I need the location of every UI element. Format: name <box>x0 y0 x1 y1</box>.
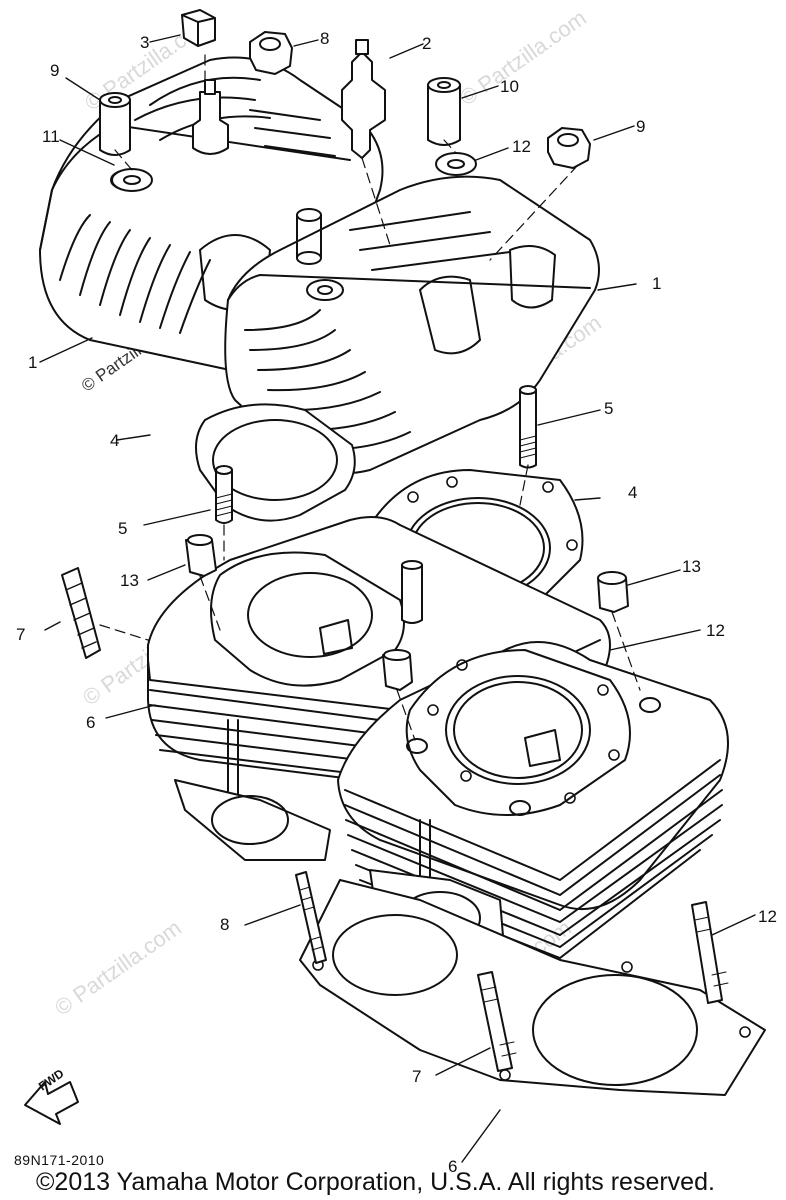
callout-13: 13 <box>682 557 701 576</box>
callout-5: 5 <box>118 519 128 538</box>
callout-9: 6 <box>86 713 96 732</box>
callout-5: 5 <box>604 399 614 418</box>
nut-13-mid <box>382 649 413 691</box>
stud-bolt-5-right <box>519 385 537 469</box>
callout-9: 12 <box>706 621 725 640</box>
callout-10: 7 <box>16 625 26 644</box>
callout-12: 8 <box>220 915 230 934</box>
stud-bolt-5-left <box>215 465 233 524</box>
hose-pipe-10 <box>61 567 101 659</box>
callout-12: 12 <box>758 907 777 926</box>
callout-4: 4 <box>110 431 120 450</box>
stud-bolt-12-bottom <box>477 971 517 1072</box>
cylinder-head-right <box>224 175 600 475</box>
forward-arrow <box>24 1081 79 1125</box>
stud-cylinder <box>401 560 423 624</box>
callout-6: 9 <box>636 117 646 136</box>
callout-8: 12 <box>512 137 531 156</box>
spark-plug-right <box>341 39 386 159</box>
nut-right <box>547 127 591 169</box>
callout-1: 1 <box>28 353 38 372</box>
callout-2: 2 <box>422 34 432 53</box>
callout-4: 4 <box>628 483 638 502</box>
diagram-part-code: 89N171-2010 <box>14 1152 105 1168</box>
stud-bolt-12-left <box>295 871 327 964</box>
callout-13: 13 <box>120 571 139 590</box>
callout-12: 7 <box>412 1067 422 1086</box>
copyright-notice: ©2013 Yamaha Motor Corporation, U.S.A. A… <box>36 1168 715 1196</box>
alignment-lines <box>99 54 641 741</box>
washer-right <box>435 152 477 176</box>
nut-13-right <box>597 571 629 613</box>
callout-7: 10 <box>500 77 519 96</box>
head-gasket-left <box>195 403 356 522</box>
callout-8: 11 <box>42 127 60 146</box>
callout-3: 3 <box>140 33 150 52</box>
nut-top <box>249 31 293 75</box>
spacer-collar-right <box>427 77 461 146</box>
washer-left <box>111 168 153 192</box>
nut-13-left <box>185 534 217 577</box>
stud-bolt-12-right <box>691 901 729 1004</box>
spacer-collar-left <box>99 92 131 156</box>
spark-plug-left <box>192 79 229 155</box>
callout-7: 9 <box>50 61 60 80</box>
callout-11: 6 <box>448 1157 458 1176</box>
callout-6: 8 <box>320 29 330 48</box>
callout-1: 1 <box>652 274 662 293</box>
plug-cap <box>181 9 216 47</box>
